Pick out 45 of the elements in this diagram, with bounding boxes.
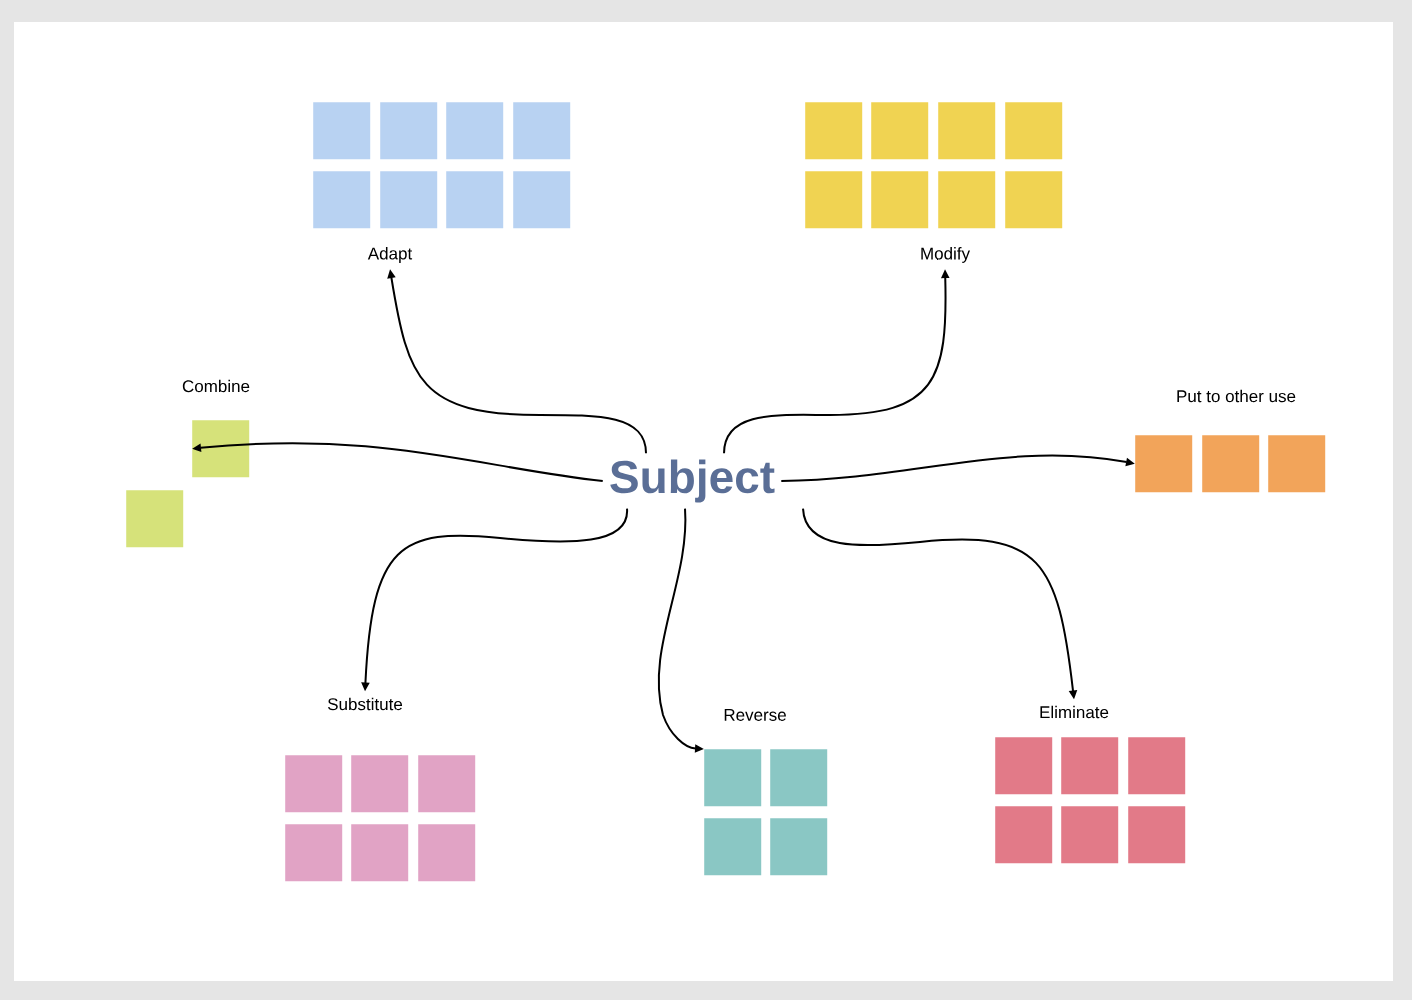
sticky-note xyxy=(446,171,504,229)
sticky-note xyxy=(446,102,504,160)
sticky-note xyxy=(770,818,828,876)
category-label: Eliminate xyxy=(1040,705,1109,719)
sticky-note xyxy=(380,102,438,160)
sticky-note xyxy=(418,755,476,813)
sticky-note xyxy=(1005,102,1063,160)
sticky-note xyxy=(1061,806,1119,864)
sticky-note xyxy=(1061,737,1119,795)
sticky-note xyxy=(513,171,571,229)
sticky-note xyxy=(995,806,1053,864)
category-label: Substitute xyxy=(328,697,403,711)
sticky-note xyxy=(871,102,929,160)
category-label: Combine xyxy=(182,379,250,393)
sticky-note xyxy=(1128,806,1186,864)
sticky-note xyxy=(380,171,438,229)
sticky-note xyxy=(770,749,828,807)
sticky-note xyxy=(313,102,371,160)
sticky-note xyxy=(938,171,996,229)
sticky-note xyxy=(192,420,250,478)
sticky-note xyxy=(995,737,1053,795)
category-label: Put to other use xyxy=(1177,389,1296,403)
sticky-note xyxy=(704,749,762,807)
title-word: Subject xyxy=(610,459,775,503)
sticky-note xyxy=(938,102,996,160)
sticky-note xyxy=(418,824,476,882)
sticky-note xyxy=(313,171,371,229)
sticky-note xyxy=(805,102,863,160)
sticky-note xyxy=(871,171,929,229)
sticky-note xyxy=(704,818,762,876)
sticky-note xyxy=(285,824,343,882)
sticky-note xyxy=(285,755,343,813)
category-label: Adapt xyxy=(367,247,413,263)
category-label: Reverse xyxy=(724,709,786,721)
sticky-note xyxy=(351,824,409,882)
sticky-note xyxy=(1202,435,1260,493)
sticky-note xyxy=(1005,171,1063,229)
sticky-note xyxy=(805,171,863,229)
sticky-note xyxy=(513,102,571,160)
sticky-note xyxy=(1135,435,1193,493)
sticky-note xyxy=(126,490,184,548)
category-label: Modify xyxy=(921,247,970,263)
sticky-note xyxy=(351,755,409,813)
sticky-note xyxy=(1128,737,1186,795)
sticky-note xyxy=(1268,435,1326,493)
